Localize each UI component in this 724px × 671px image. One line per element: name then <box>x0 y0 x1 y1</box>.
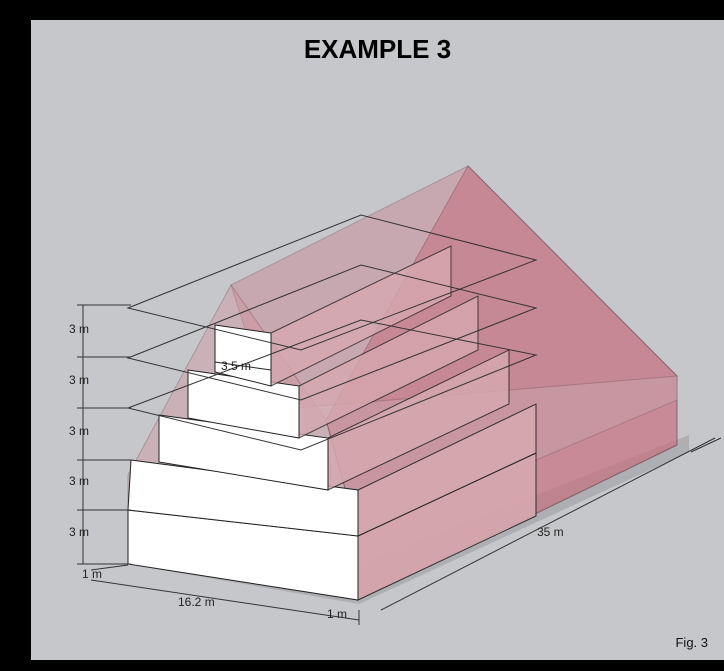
diagram-panel: EXAMPLE 3 <box>31 20 724 660</box>
setback-dimension <box>214 361 272 371</box>
level-plane-3 <box>126 319 538 451</box>
height-label-3: 3 m <box>69 424 89 438</box>
plan-dimensions <box>90 437 722 625</box>
tier-4-side <box>298 295 479 439</box>
tier-2-side <box>357 403 537 537</box>
stepped-building-diagram: 3 m 3 m 3 m 3 m 3 m 3.5 m 1 m 16.2 m 1 m… <box>69 165 722 625</box>
figure-label: Fig. 3 <box>675 635 708 650</box>
setback-label: 3.5 m <box>221 359 251 373</box>
height-label-2: 3 m <box>69 474 89 488</box>
base-offset-right-label: 1 m <box>327 607 347 621</box>
height-label-4: 3 m <box>69 373 89 387</box>
building-tiers <box>127 245 537 601</box>
width-label: 16.2 m <box>178 595 215 609</box>
diagram-title: EXAMPLE 3 <box>303 34 452 64</box>
base-offset-left-label: 1 m <box>82 567 102 581</box>
level-plane-4 <box>126 264 538 401</box>
tier-3-side <box>327 349 510 491</box>
level-plane-5 <box>126 214 538 351</box>
height-label-1: 3 m <box>69 525 89 539</box>
height-dimension <box>77 304 131 565</box>
level-planes <box>126 214 538 451</box>
tier-5-side <box>270 245 452 387</box>
height-label-5: 3 m <box>69 322 89 336</box>
depth-label: 35 m <box>537 525 564 539</box>
